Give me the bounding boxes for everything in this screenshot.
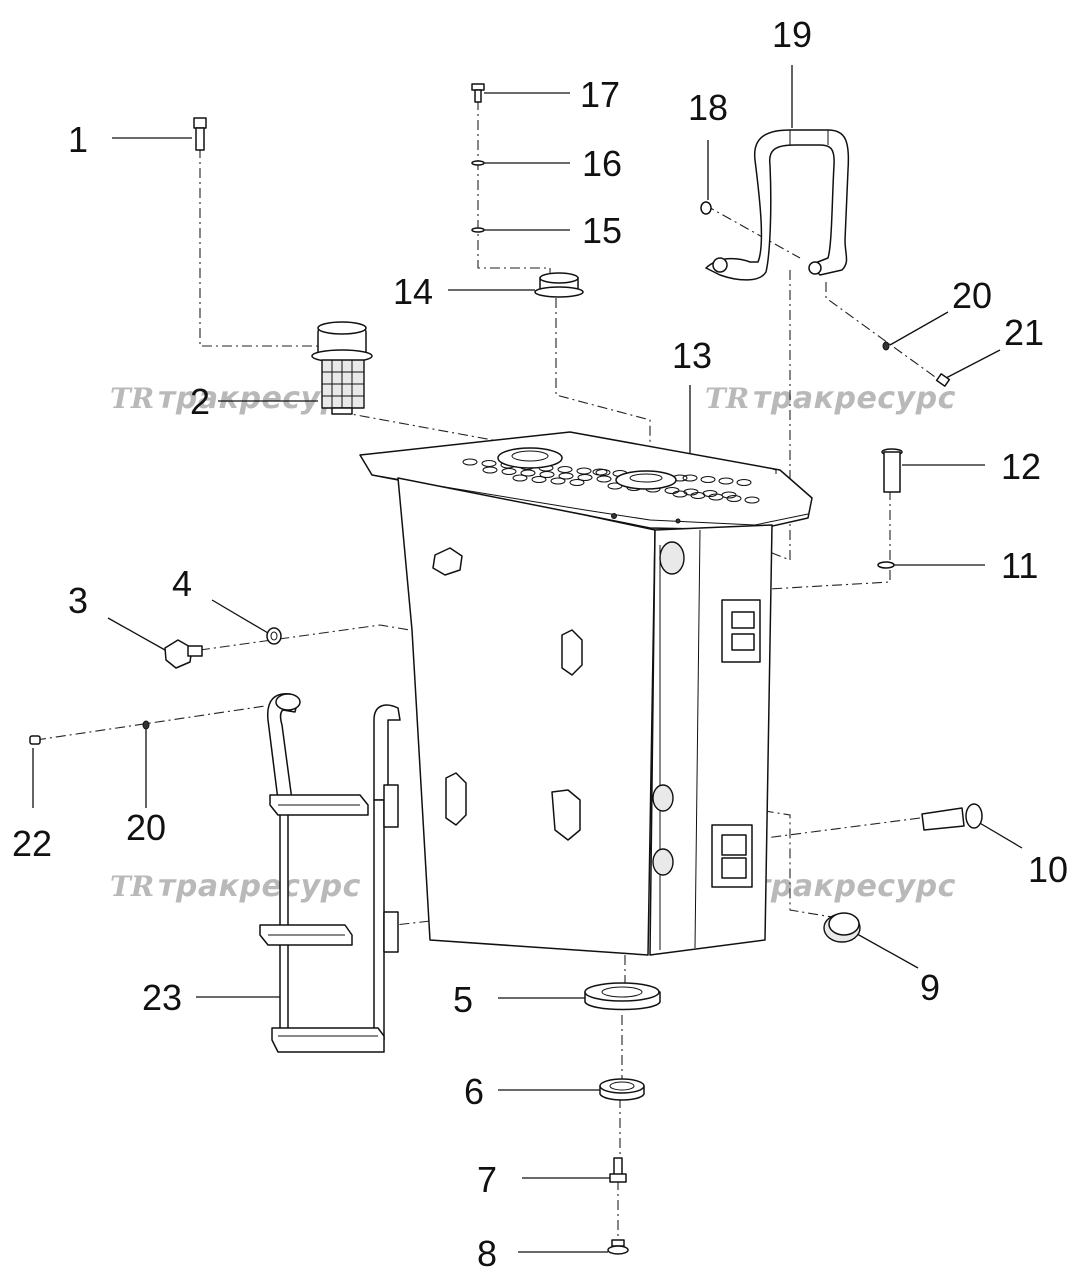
bolt-part-1	[193, 117, 207, 151]
callout-7: 7	[477, 1159, 497, 1200]
plate-hole	[482, 466, 498, 474]
plate-hole	[531, 476, 547, 483]
plate-hole	[557, 466, 573, 473]
callout-20-left: 20	[126, 807, 166, 848]
washer-part-4	[266, 627, 282, 645]
callout-16: 16	[582, 143, 622, 184]
plate-hole	[664, 487, 680, 494]
callout-2: 2	[190, 381, 210, 422]
callout-3: 3	[68, 580, 88, 621]
pin-part-12	[881, 448, 903, 493]
bolt-part-3	[164, 639, 203, 669]
washer-part-16	[471, 160, 485, 166]
washer-part-20	[882, 341, 890, 351]
watermark-text: тракресурс	[753, 869, 956, 904]
pin-part-10	[921, 803, 983, 831]
callout-numbers: 1 2 3 4 5 6 7 8 9 10 11 12 13 14 15 16 1…	[12, 14, 1068, 1274]
plate-hole	[708, 493, 724, 501]
callout-22: 22	[12, 823, 52, 864]
callout-12: 12	[1001, 446, 1041, 487]
plate-hole	[596, 475, 612, 483]
plate-hole	[672, 490, 688, 498]
callout-21: 21	[1004, 312, 1044, 353]
bolt-part-22	[29, 735, 41, 745]
plate-hole	[558, 472, 574, 480]
watermark-text: тракресурс	[158, 869, 361, 904]
plate-hole	[718, 477, 734, 485]
plate-hole	[501, 468, 517, 475]
ring-part-18	[700, 201, 712, 215]
callout-10: 10	[1028, 849, 1068, 890]
assembly-lines	[35, 100, 943, 1240]
cap-part-9	[823, 912, 861, 943]
plate-hole	[462, 458, 478, 466]
cap-part-14	[534, 272, 584, 298]
seal-part-5	[584, 982, 661, 1011]
plate-hole	[592, 468, 608, 476]
bolt-part-21	[935, 373, 951, 387]
plug-part-8	[607, 1239, 629, 1255]
plate-hole	[577, 474, 593, 481]
bolt-part-17	[471, 83, 485, 103]
filter-part-2	[311, 321, 373, 415]
callout-6: 6	[464, 1071, 484, 1112]
callout-8: 8	[477, 1233, 497, 1274]
callout-17: 17	[580, 74, 620, 115]
plate-hole	[512, 474, 528, 482]
filler-neck-right	[615, 470, 677, 490]
callout-4: 4	[172, 563, 192, 604]
callout-13: 13	[672, 335, 712, 376]
watermark-logo: TR	[110, 382, 154, 415]
washer-part-20-left	[142, 720, 150, 730]
callout-15: 15	[582, 210, 622, 251]
washer-part-15	[471, 227, 485, 233]
plate-hole	[744, 496, 760, 504]
watermark-top-right: TR тракресурс	[705, 381, 956, 416]
handrail-part-19	[705, 129, 850, 281]
watermark-logo: TR	[705, 382, 749, 415]
watermark-text: тракресурс	[753, 381, 956, 416]
callout-11: 11	[1001, 545, 1038, 586]
plate-hole	[736, 479, 752, 486]
plate-hole	[550, 477, 566, 485]
callout-20: 20	[952, 275, 992, 316]
plate-hole	[539, 471, 555, 478]
filler-neck-left	[497, 447, 563, 469]
plate-hole	[569, 479, 585, 486]
plate-hole	[576, 467, 592, 475]
plate-hole	[700, 476, 716, 483]
plate-hole	[520, 469, 536, 477]
seal-part-6	[599, 1078, 645, 1101]
callout-9: 9	[920, 967, 940, 1008]
callout-1: 1	[68, 119, 88, 160]
top-plate-holes	[462, 458, 760, 504]
callout-18: 18	[688, 87, 728, 128]
plate-hole	[690, 492, 706, 499]
tank-body	[359, 431, 813, 956]
washer-part-11	[877, 561, 895, 569]
callout-14: 14	[393, 271, 433, 312]
leader-lines	[32, 65, 1023, 1253]
plate-hole	[481, 460, 497, 467]
plate-hole	[682, 474, 698, 482]
callout-19: 19	[772, 14, 812, 55]
plate-hole	[726, 495, 742, 502]
callout-23: 23	[142, 977, 182, 1018]
watermark-logo: TR	[110, 870, 154, 903]
ladder-part-23	[259, 692, 401, 1053]
bolt-part-7	[609, 1157, 627, 1183]
watermark-bottom-left: TR тракресурс	[110, 869, 361, 904]
callout-5: 5	[453, 979, 473, 1020]
